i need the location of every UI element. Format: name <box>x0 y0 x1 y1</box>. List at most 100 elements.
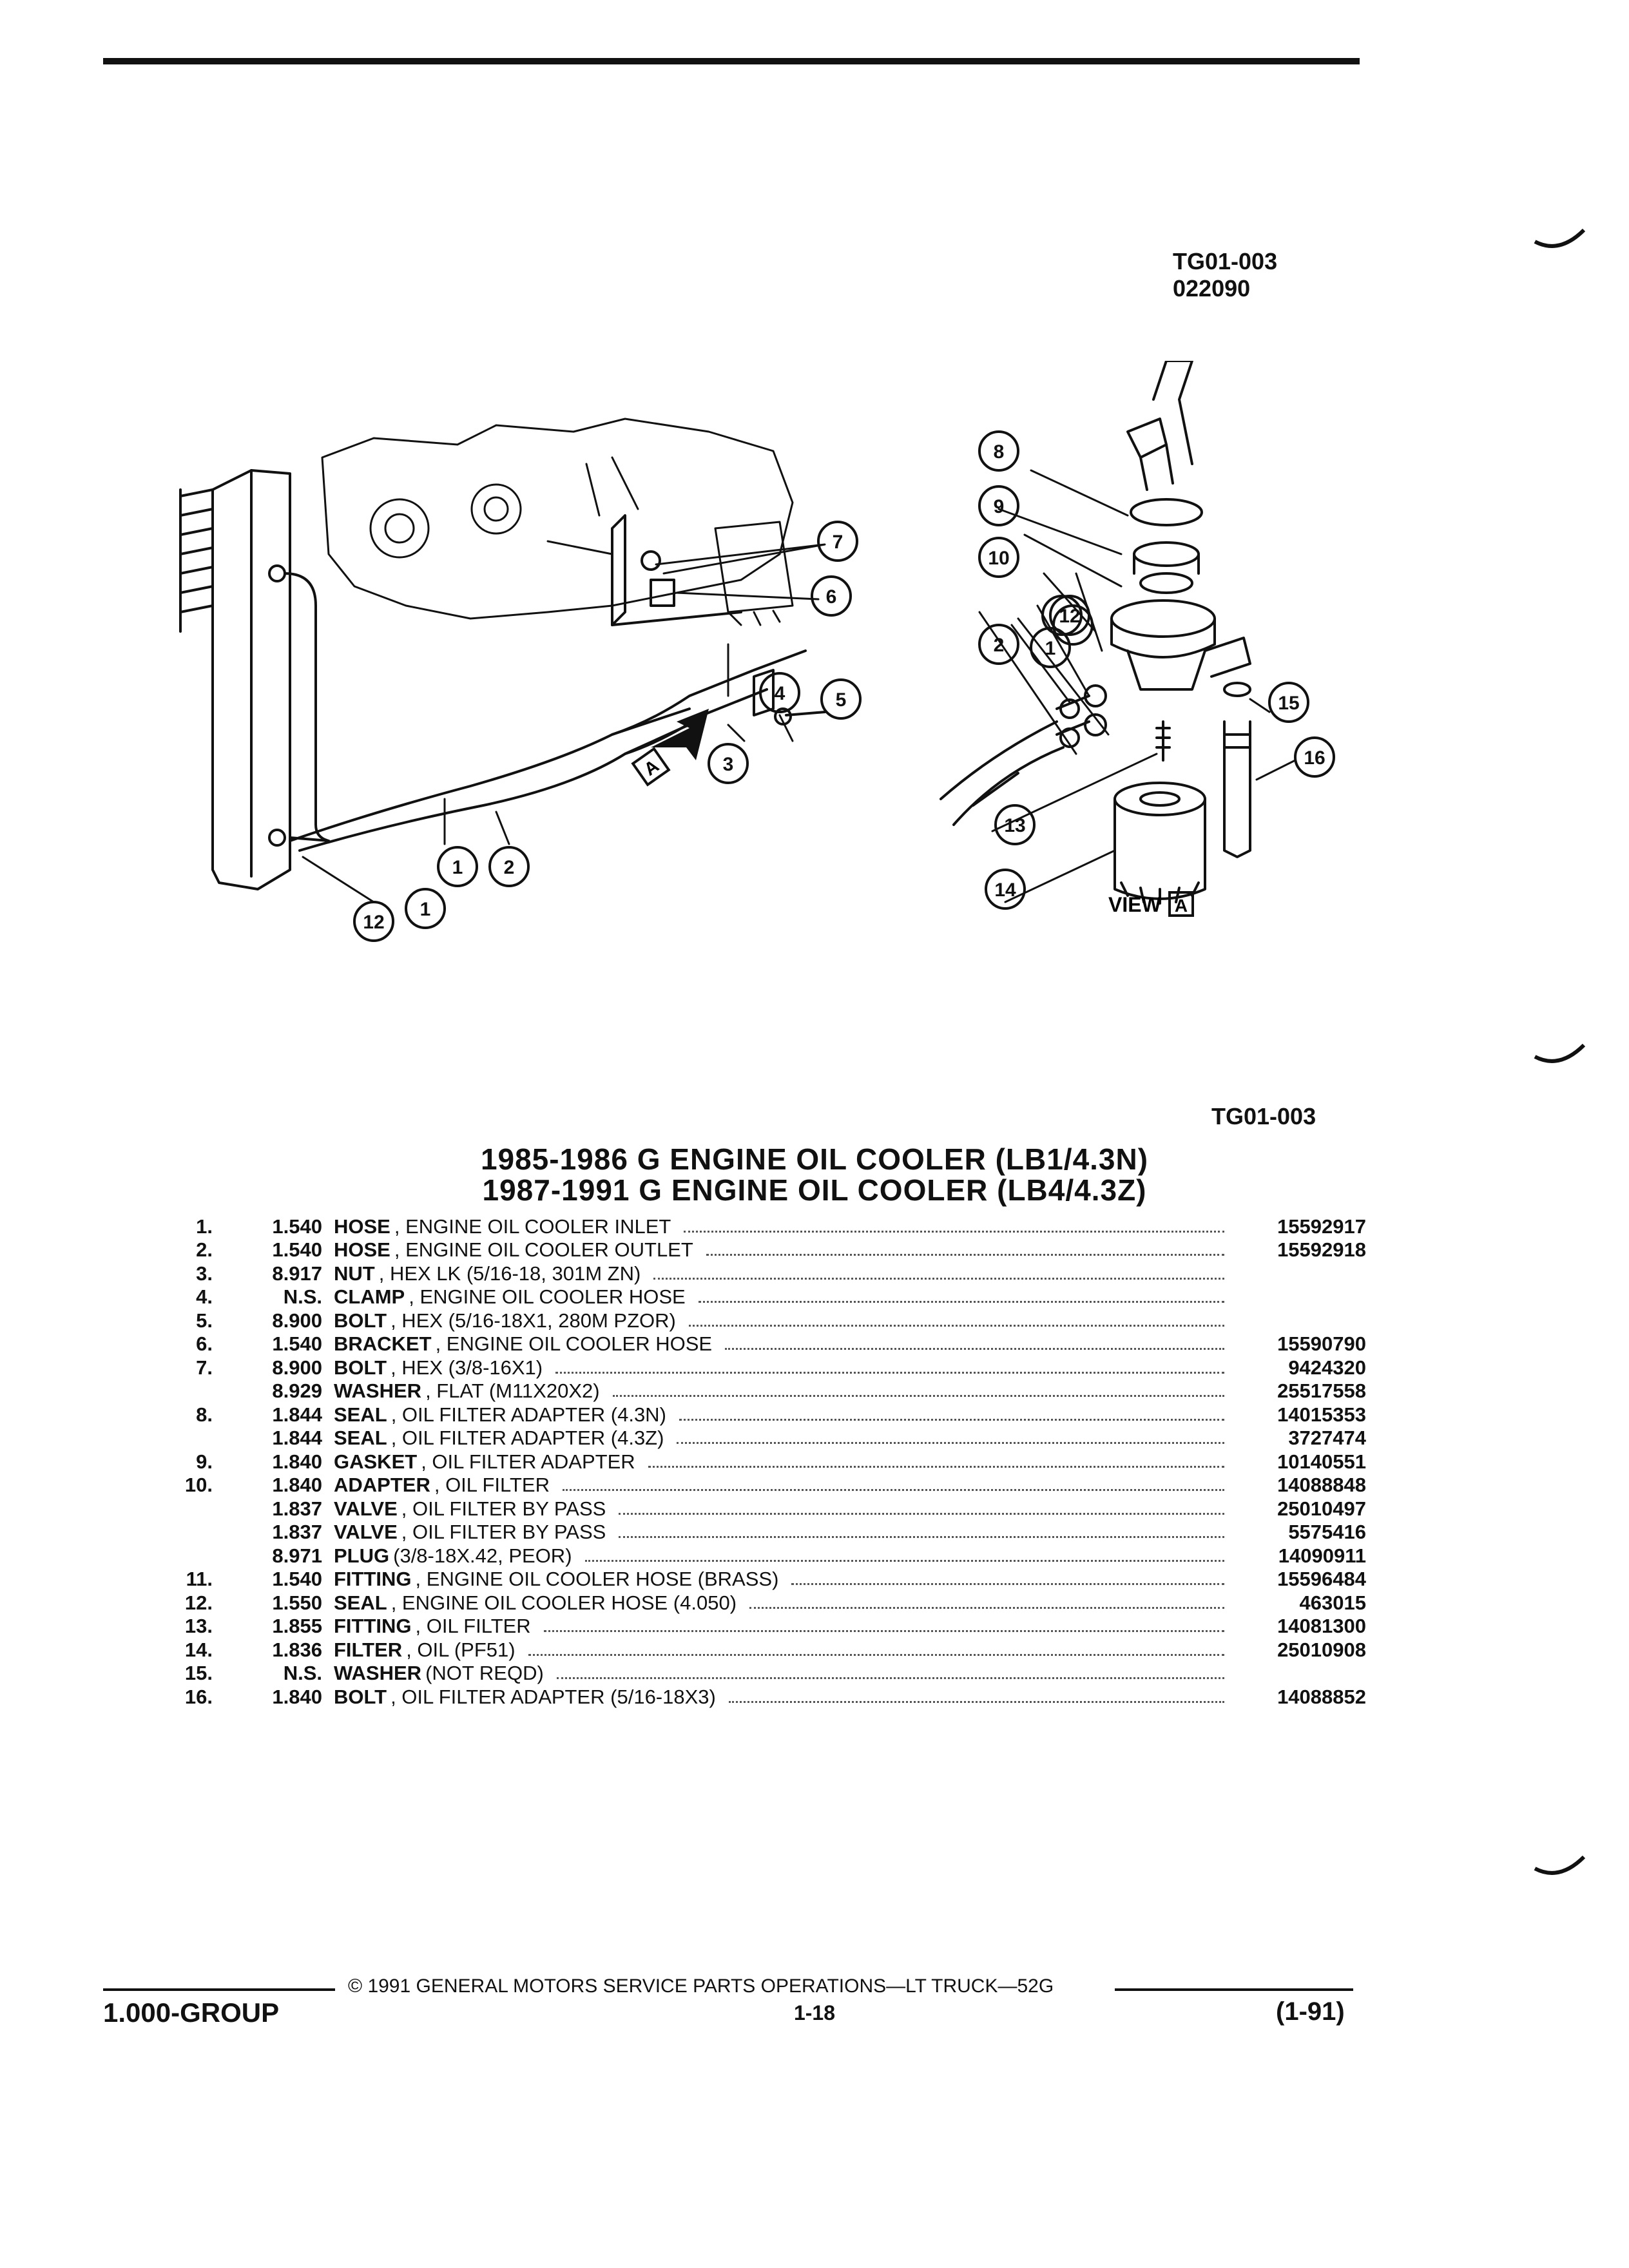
parts-name: HOSE <box>334 1215 390 1238</box>
footer-rule-left <box>103 1988 335 1991</box>
parts-dot-leader <box>563 1489 1224 1491</box>
parts-description: (3/8-18X.42, PEOR) <box>393 1544 572 1567</box>
callout-12b: 12 <box>1059 606 1080 627</box>
parts-description: , ENGINE OIL COOLER HOSE (BRASS) <box>415 1568 779 1590</box>
parts-dot-leader <box>791 1583 1224 1585</box>
leader-lines <box>302 469 1296 903</box>
parts-group-code: N.S. <box>283 1285 322 1308</box>
parts-description: , HEX (3/8-16X1) <box>390 1356 543 1379</box>
parts-part-number: 25517558 <box>1277 1379 1366 1402</box>
parts-part-number: 14015353 <box>1277 1403 1366 1426</box>
parts-part-number: 10140551 <box>1277 1450 1366 1473</box>
parts-dot-leader <box>684 1230 1224 1233</box>
table-row: 15.N.S.WASHER (NOT REQD) <box>155 1662 1366 1686</box>
oil-cooler-tank <box>179 469 291 890</box>
parts-name: NUT <box>334 1262 375 1285</box>
callout-6: 6 <box>826 586 837 608</box>
callout-4: 4 <box>775 683 786 704</box>
parts-item-number: 5. <box>196 1309 213 1332</box>
parts-group-code: N.S. <box>283 1662 322 1684</box>
filter-adapter-view <box>940 361 1251 905</box>
parts-group-code: 1.844 <box>272 1427 322 1449</box>
parts-name: SEAL <box>334 1591 387 1614</box>
parts-group-code: 1.540 <box>272 1215 322 1238</box>
parts-part-number: 25010497 <box>1277 1497 1366 1520</box>
parts-group-code: 8.929 <box>272 1379 322 1402</box>
parts-item-number: 11. <box>186 1568 213 1590</box>
callout-2: 2 <box>504 857 515 878</box>
parts-name: CLAMP <box>334 1285 405 1308</box>
parts-dot-leader <box>677 1442 1224 1444</box>
parts-dot-leader <box>612 1395 1224 1397</box>
figure-date: 022090 <box>1173 275 1251 302</box>
parts-name: GASKET <box>334 1450 418 1473</box>
parts-dot-leader <box>698 1301 1224 1303</box>
parts-group-code: 8.971 <box>272 1544 322 1567</box>
parts-dot-leader <box>555 1371 1224 1374</box>
footer-rule-right <box>1115 1988 1353 1991</box>
callout-7: 7 <box>833 532 843 553</box>
margin-tick-mark <box>1534 1856 1585 1875</box>
title-line-2: 1987-1991 G ENGINE OIL COOLER (LB4/4.3Z) <box>482 1173 1147 1207</box>
parts-group-code: 8.900 <box>272 1356 322 1379</box>
parts-part-number: 15590790 <box>1277 1332 1366 1355</box>
parts-item-number: 6. <box>196 1332 213 1355</box>
callout-circles <box>353 430 1335 942</box>
parts-dot-leader <box>679 1418 1224 1421</box>
parts-dot-leader <box>528 1653 1224 1656</box>
parts-group-code: 1.844 <box>272 1403 322 1426</box>
parts-name: SEAL <box>334 1403 387 1426</box>
hose-clamp <box>753 669 826 726</box>
parts-description: , OIL FILTER BY PASS <box>401 1521 606 1543</box>
parts-name: BOLT <box>334 1309 387 1332</box>
parts-dot-leader <box>653 1277 1224 1280</box>
footer-group: 1.000-GROUP <box>103 1997 280 2028</box>
parts-group-code: 1.855 <box>272 1615 322 1637</box>
footer-copyright: © 1991 GENERAL MOTORS SERVICE PARTS OPER… <box>348 1975 1054 1997</box>
parts-description: , ENGINE OIL COOLER HOSE <box>435 1332 713 1355</box>
parts-group-code: 1.837 <box>272 1521 322 1543</box>
callout-1c: 1 <box>1045 638 1056 659</box>
parts-name: FITTING <box>334 1615 412 1637</box>
parts-name: WASHER <box>334 1662 422 1684</box>
oil-cooler-diagram: 7 6 4 5 3 2 1 12 1 2 1 8 9 10 12 13 14 1… <box>179 361 1335 942</box>
callout-16: 16 <box>1304 747 1325 769</box>
parts-part-number: 14081300 <box>1277 1615 1366 1637</box>
callout-5: 5 <box>836 689 847 711</box>
parts-item-number: 3. <box>196 1262 213 1285</box>
callout-numbers: 7 6 4 5 3 2 1 12 1 2 1 8 9 10 12 13 14 1… <box>363 441 1325 933</box>
parts-dot-leader <box>619 1512 1224 1515</box>
parts-description: , OIL FILTER BY PASS <box>401 1497 606 1520</box>
callout-12: 12 <box>363 912 384 933</box>
hose-bracket <box>611 514 742 626</box>
section-titles: 1985-1986 G ENGINE OIL COOLER (LB1/4.3N)… <box>0 1144 1629 1206</box>
parts-group-code: 1.840 <box>272 1450 322 1473</box>
parts-part-number: 14088852 <box>1277 1685 1366 1708</box>
cooler-hoses <box>284 572 807 852</box>
parts-part-number: 15596484 <box>1277 1568 1366 1590</box>
parts-part-number: 15592918 <box>1277 1238 1366 1261</box>
footer-copyright-line: © 1991 GENERAL MOTORS SERVICE PARTS OPER… <box>103 1975 1392 2001</box>
footer-page-number: 1-18 <box>793 2001 836 2024</box>
parts-group-code: 1.837 <box>272 1497 322 1520</box>
parts-group-code: 1.540 <box>272 1238 322 1261</box>
parts-item-number: 12. <box>184 1591 213 1614</box>
parts-dot-leader <box>706 1254 1224 1256</box>
parts-description: (NOT REQD) <box>425 1662 544 1684</box>
parts-name: PLUG <box>334 1544 390 1567</box>
footer-revision: (1-91) <box>1276 1997 1345 2026</box>
parts-description: , OIL FILTER <box>434 1474 550 1496</box>
parts-group-code: 1.840 <box>272 1474 322 1496</box>
parts-item-number: 14. <box>184 1638 213 1661</box>
parts-name: FITTING <box>334 1568 412 1590</box>
parts-dot-leader <box>556 1677 1224 1679</box>
